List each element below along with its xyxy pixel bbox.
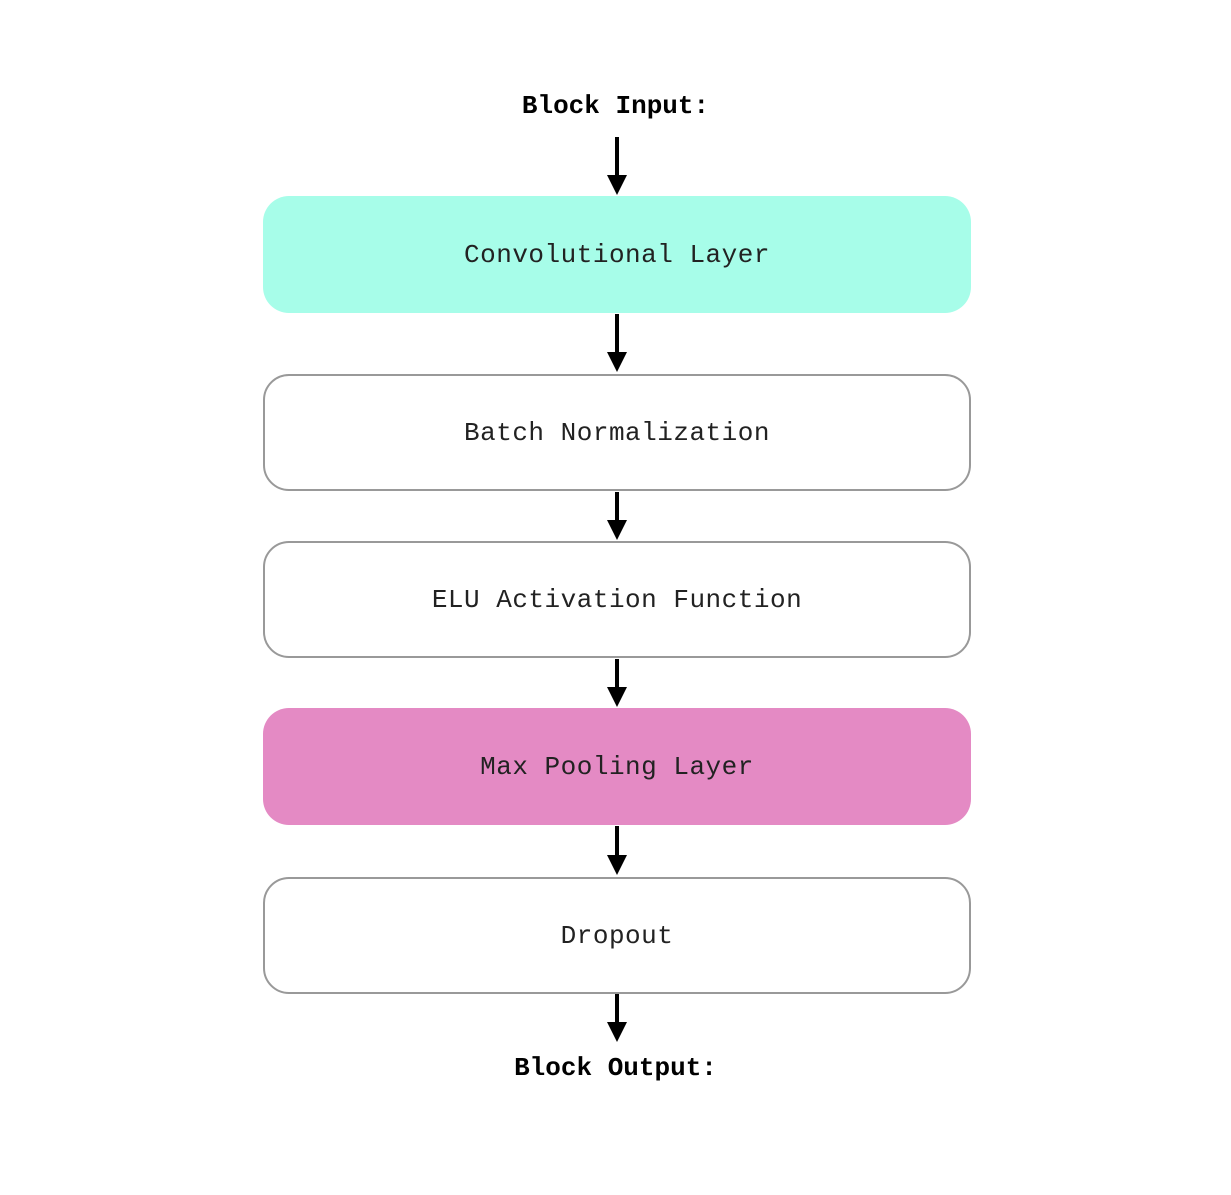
arrow-maxpool-to-dropout (607, 826, 627, 875)
arrow-head (607, 1022, 627, 1042)
arrow-batchnorm-to-elu (607, 492, 627, 540)
block-input-label: Block Input: (521, 91, 710, 121)
node-dropout: Dropout (263, 877, 971, 994)
arrow-head (607, 687, 627, 707)
arrow-conv-to-batchnorm (607, 314, 627, 372)
arrow-head (607, 352, 627, 372)
node-label: Batch Normalization (464, 417, 770, 448)
node-convolutional-layer: Convolutional Layer (263, 196, 971, 313)
arrow-input-to-conv (607, 137, 627, 195)
node-batch-normalization: Batch Normalization (263, 374, 971, 491)
node-max-pooling-layer: Max Pooling Layer (263, 708, 971, 825)
node-label: Max Pooling Layer (480, 751, 754, 782)
arrow-dropout-to-output (607, 994, 627, 1042)
node-elu-activation-function: ELU Activation Function (263, 541, 971, 658)
arrow-elu-to-maxpool (607, 659, 627, 707)
node-label: ELU Activation Function (431, 584, 803, 615)
arrow-head (607, 520, 627, 540)
block-output-label: Block Output: (514, 1053, 717, 1083)
node-label: Dropout (560, 920, 674, 951)
arrow-head (607, 175, 627, 195)
node-label: Convolutional Layer (464, 239, 770, 270)
arrow-head (607, 855, 627, 875)
